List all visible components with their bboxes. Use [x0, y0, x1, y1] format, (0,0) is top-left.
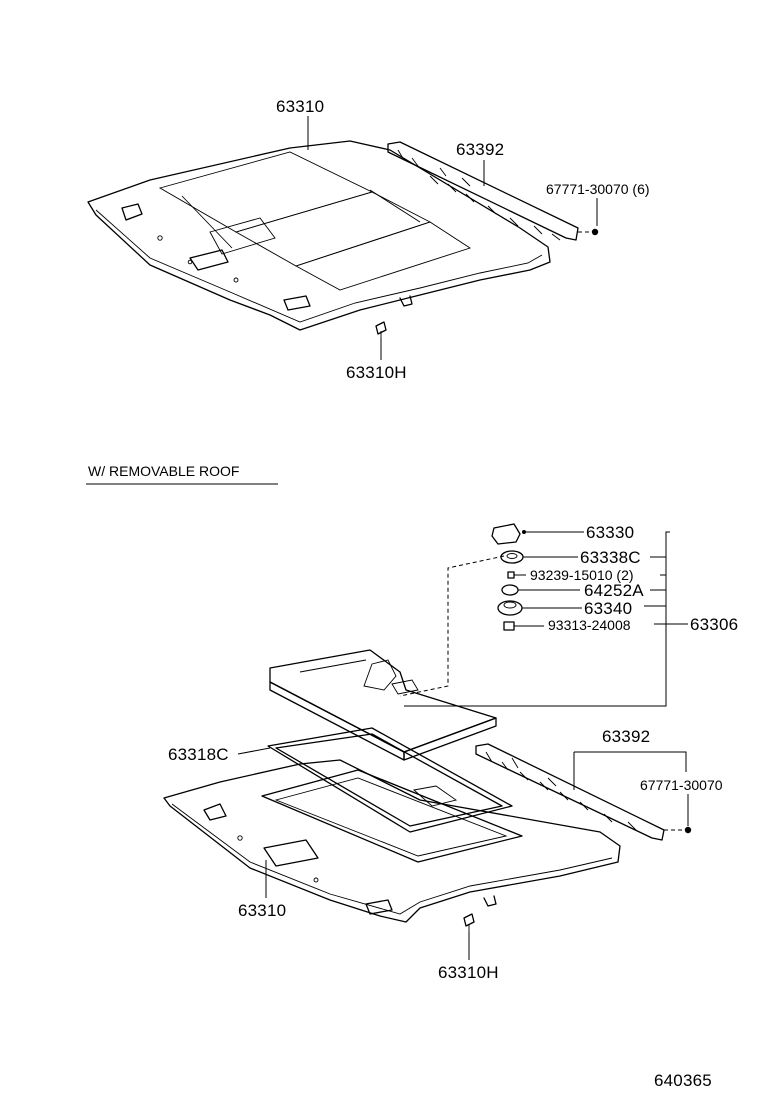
label-headlining-top: 63310 [276, 97, 324, 116]
removable-panel [269, 649, 497, 761]
knob-leaders [404, 531, 688, 707]
label-screw-top: 63310H [346, 363, 407, 382]
label-screw-small: 93239-15010 (2) [530, 567, 634, 583]
label-bracket-bottom: 63392 [602, 727, 650, 746]
bracket-bottom [475, 743, 665, 841]
knob [497, 600, 523, 616]
label-cap: 63330 [586, 523, 634, 542]
screw-top [375, 321, 387, 338]
knob-cap [491, 523, 526, 545]
label-knob: 63340 [584, 599, 632, 618]
label-clip-top: 67771-30070 (6) [546, 181, 650, 197]
label-bolt: 93313-24008 [548, 617, 631, 633]
clip-bottom [664, 826, 692, 834]
label-screw-bottom: 63310H [438, 963, 499, 982]
headlining-top [87, 140, 551, 331]
leader-bracket-bottom [573, 751, 687, 790]
label-clip-bottom: 67771-30070 [640, 777, 723, 793]
bolt [503, 621, 515, 631]
washer [501, 584, 519, 596]
screw-bottom [463, 913, 475, 932]
leader-trim [237, 747, 271, 755]
label-bracket-top: 63392 [456, 140, 504, 159]
label-trim: 63318C [168, 745, 229, 764]
headlining-bottom [163, 759, 621, 923]
label-assembly: 63306 [690, 615, 738, 634]
knob-cover [500, 550, 524, 564]
label-cover: 63338C [580, 548, 641, 567]
small-screw [507, 571, 515, 579]
frame-trim [267, 727, 513, 833]
clip-top [578, 228, 599, 236]
label-washer: 64252A [584, 581, 644, 600]
guide-line [399, 555, 505, 697]
section-heading: W/ REMOVABLE ROOF [88, 463, 239, 479]
label-headlining-bottom: 63310 [238, 901, 286, 920]
bracket-top [387, 141, 579, 241]
figure-number: 640365 [654, 1071, 712, 1090]
